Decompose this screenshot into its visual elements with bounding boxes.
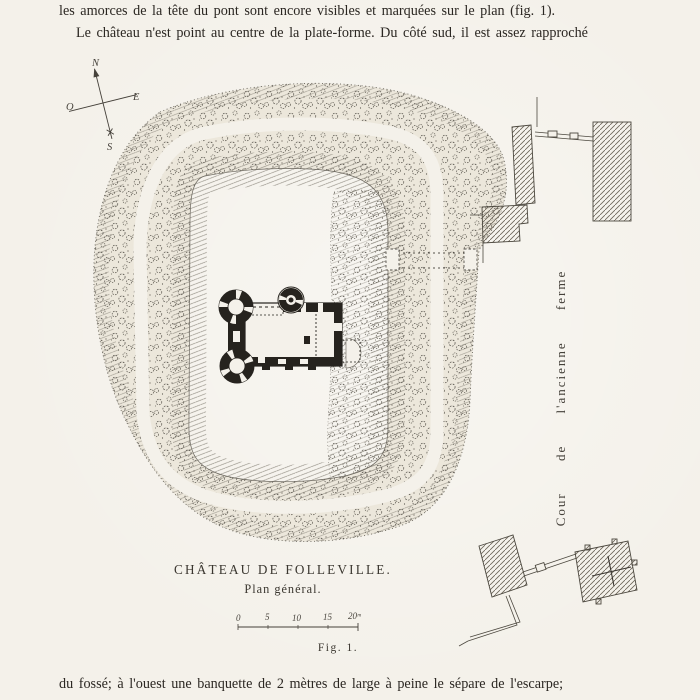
- figure-number-label: Fig. 1.: [317, 642, 359, 654]
- paragraph-top-line-1: les amorces de la tête du pont sont enco…: [59, 3, 556, 19]
- church-building: [574, 540, 638, 603]
- compass-rose: N E S O: [66, 58, 140, 153]
- paragraph-bottom-line: du fossé; à l'ouest une banquette de 2 m…: [59, 676, 564, 692]
- scale-tick-15: 15: [323, 612, 333, 622]
- compass-south-label: S: [107, 142, 113, 153]
- garden-clearing: [345, 337, 362, 369]
- figure-caption-subtitle: Plan général.: [244, 582, 322, 596]
- compass-north-label: N: [91, 58, 100, 69]
- scale-tick-20m: 20ᵐ: [348, 611, 362, 621]
- farm-block-stepped: [481, 204, 529, 244]
- farm-barn-south: [478, 534, 528, 598]
- compass-east-label: E: [132, 92, 140, 103]
- farm-barn-long: [511, 124, 536, 206]
- compass-west-label: O: [66, 102, 74, 113]
- scale-tick-0: 0: [236, 613, 241, 623]
- moat-band: [133, 117, 444, 514]
- scale-tick-10: 10: [292, 613, 302, 623]
- farm-building-large: [592, 121, 632, 222]
- scale-tick-5: 5: [265, 612, 270, 622]
- farm-wall-south: [467, 595, 518, 642]
- inner-garden-wood: [327, 189, 389, 479]
- castle-tower-north-small: [277, 286, 305, 314]
- farm-buildings-northeast: [470, 97, 632, 263]
- farm-buildings-southeast: [458, 534, 638, 647]
- bridge-head-remains: [385, 248, 478, 271]
- farm-courtyard-label: Cour de l'ancienne ferme: [553, 269, 568, 527]
- castle-tower-northwest: [218, 289, 254, 325]
- tree-ring-foliage: [93, 83, 507, 542]
- castle-plan: [218, 286, 361, 384]
- paragraph-top-line-2: Le château n'est point au centre de la p…: [76, 25, 588, 41]
- figure-caption-title: CHÂTEAU DE FOLLEVILLE.: [174, 562, 392, 577]
- castle-tower-southwest: [219, 348, 255, 384]
- castle-logis: [244, 302, 343, 367]
- scale-bar: 0 5 10 15 20ᵐ: [236, 611, 362, 631]
